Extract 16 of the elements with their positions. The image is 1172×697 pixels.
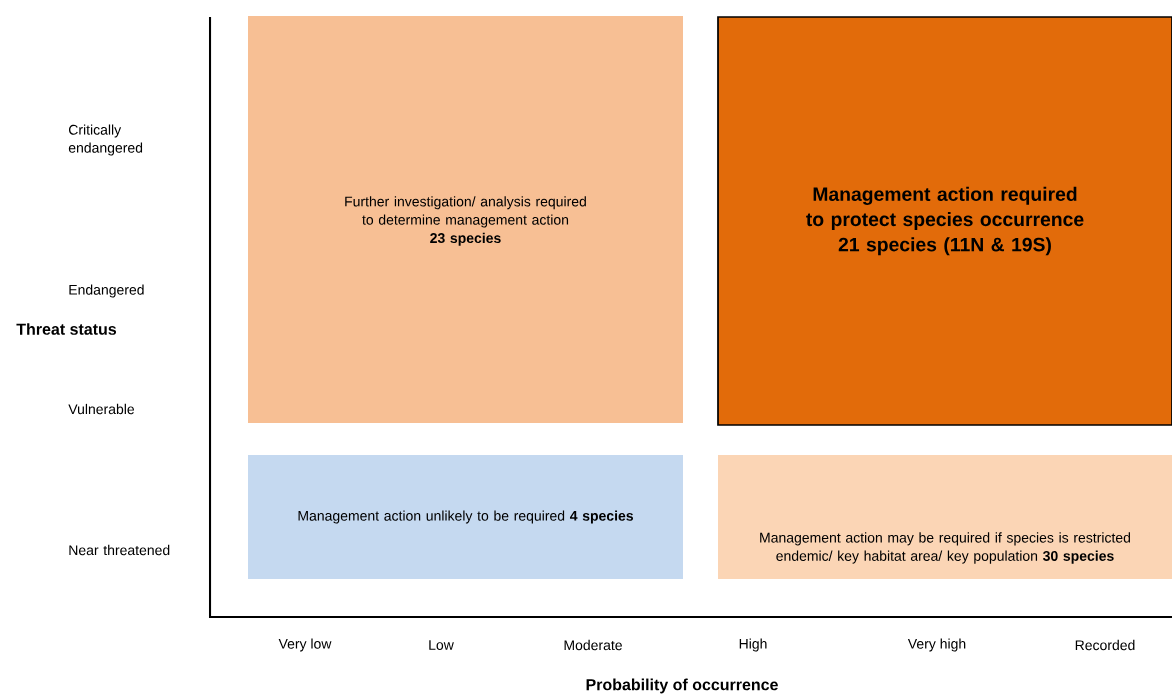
axis-tick-label: Recorded	[1075, 639, 1135, 651]
axis-title: Threat status	[16, 323, 117, 335]
quadrant-box: Further investigation/ analysis required to determine management action 23 species	[248, 16, 683, 423]
axis-title: Probability of occurrence	[586, 678, 778, 694]
quadrant-box: Management action may be required if species is restricted endemic/ key habitat area/ key population 30 species	[718, 455, 1172, 579]
axis-tick-label: Near threatened	[69, 544, 170, 556]
axis-tick-label: Very low	[278, 638, 332, 652]
axis-tick-label: Critically endangered	[68, 124, 143, 156]
axis-tick-label: Very high	[907, 638, 966, 652]
quadrant-box: Management action required to protect species occurrence 21 species (11N & 19S)	[717, 16, 1172, 426]
quadrant-box: Management action unlikely to be required 4 species	[248, 455, 683, 579]
axis-tick-label: Low	[429, 640, 454, 650]
axis-tick-label: Moderate	[564, 639, 622, 651]
axis-tick-label: Endangered	[69, 284, 144, 298]
axis-tick-label: High	[739, 638, 767, 652]
axis-tick-label: Vulnerable	[68, 403, 135, 415]
